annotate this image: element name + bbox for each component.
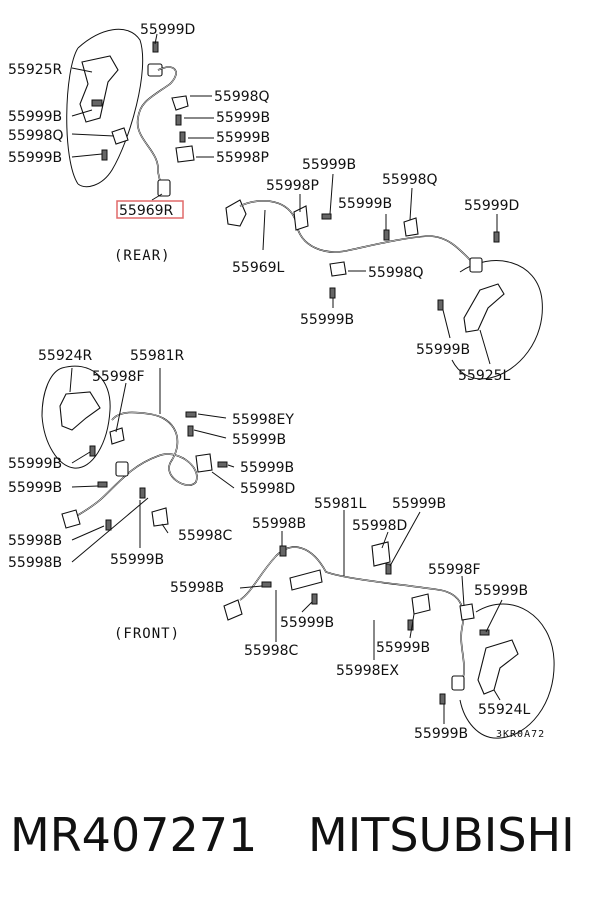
callout-55998P: 55998P (266, 178, 319, 194)
callout-55998B: 55998B (252, 516, 306, 532)
callout-55999B: 55999B (240, 460, 294, 476)
highlighted-part-box (116, 200, 184, 219)
callout-55998B: 55998B (8, 555, 62, 571)
callout-55999B: 55999B (338, 196, 392, 212)
callout-55998Q: 55998Q (368, 265, 424, 281)
callout-55998EY: 55998EY (232, 412, 294, 428)
parts-diagram: 55999D 55925R 55998Q 55999B 55999B 55998… (8, 22, 555, 742)
callout-55998D: 55998D (240, 481, 295, 497)
callout-55998F: 55998F (428, 562, 481, 578)
rear-right-assembly (66, 28, 214, 201)
callout-55999B: 55999B (8, 480, 62, 496)
callout-55998C: 55998C (178, 528, 233, 544)
callout-55999B: 55999B (414, 726, 468, 742)
callout-55999B: 55999B (216, 130, 270, 146)
rear-left-assembly (225, 173, 543, 380)
callout-55999B: 55999B (300, 312, 354, 328)
callout-55999B: 55999B (474, 583, 528, 599)
part-number-caption: MR407271 (10, 808, 258, 862)
callout-55981R: 55981R (130, 348, 185, 364)
front-right-assembly (41, 365, 235, 563)
callout-55925R: 55925R (8, 62, 63, 78)
callout-55998B: 55998B (170, 580, 224, 596)
callout-55999B: 55999B (376, 640, 430, 656)
callout-55998B: 55998B (8, 533, 62, 549)
callout-55969R: 55969R (119, 203, 174, 219)
callout-55998P: 55998P (216, 150, 269, 166)
callout-55998D: 55998D (352, 518, 407, 534)
callout-55925L: 55925L (458, 368, 511, 384)
callout-55999B: 55999B (8, 456, 62, 472)
callout-55999B: 55999B (416, 342, 470, 358)
callout-55999B: 55999B (110, 552, 164, 568)
front-left-assembly (223, 510, 555, 739)
callout-55999B: 55999B (8, 150, 62, 166)
callout-55999B: 55999B (232, 432, 286, 448)
callout-55969L: 55969L (232, 260, 285, 276)
rear-section-label: (REAR) (114, 248, 171, 264)
callout-55924L: 55924L (478, 702, 531, 718)
callout-55924R: 55924R (38, 348, 93, 364)
callout-55998C: 55998C (244, 643, 299, 659)
callout-55998Q: 55998Q (8, 128, 64, 144)
callout-55999B: 55999B (216, 110, 270, 126)
drawing-code: 3KR0A72 (496, 729, 545, 740)
callout-55998F: 55998F (92, 369, 145, 385)
callout-55998EX: 55998EX (336, 663, 399, 679)
callout-55998Q: 55998Q (214, 89, 270, 105)
callout-55999D: 55999D (464, 198, 519, 214)
callout-55999B: 55999B (302, 157, 356, 173)
brand-caption: MITSUBISHI (308, 808, 575, 862)
callout-55999B: 55999B (8, 109, 62, 125)
callout-55999B: 55999B (280, 615, 334, 631)
callout-55998Q: 55998Q (382, 172, 438, 188)
callout-55999B: 55999B (392, 496, 446, 512)
callout-55981L: 55981L (314, 496, 367, 512)
callout-55999D: 55999D (140, 22, 195, 38)
front-section-label: (FRONT) (114, 626, 180, 642)
